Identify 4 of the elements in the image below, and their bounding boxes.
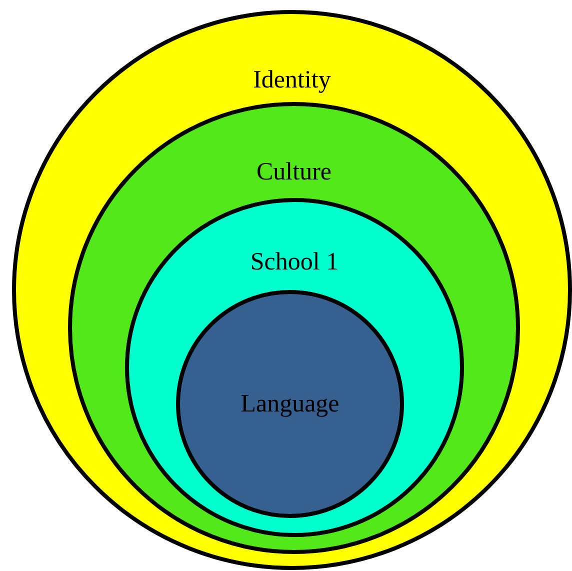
circle-label: Culture — [256, 158, 332, 186]
circle-label: Language — [240, 390, 340, 418]
circle-label: School 1 — [250, 248, 339, 276]
circle-label: Identity — [253, 66, 331, 94]
